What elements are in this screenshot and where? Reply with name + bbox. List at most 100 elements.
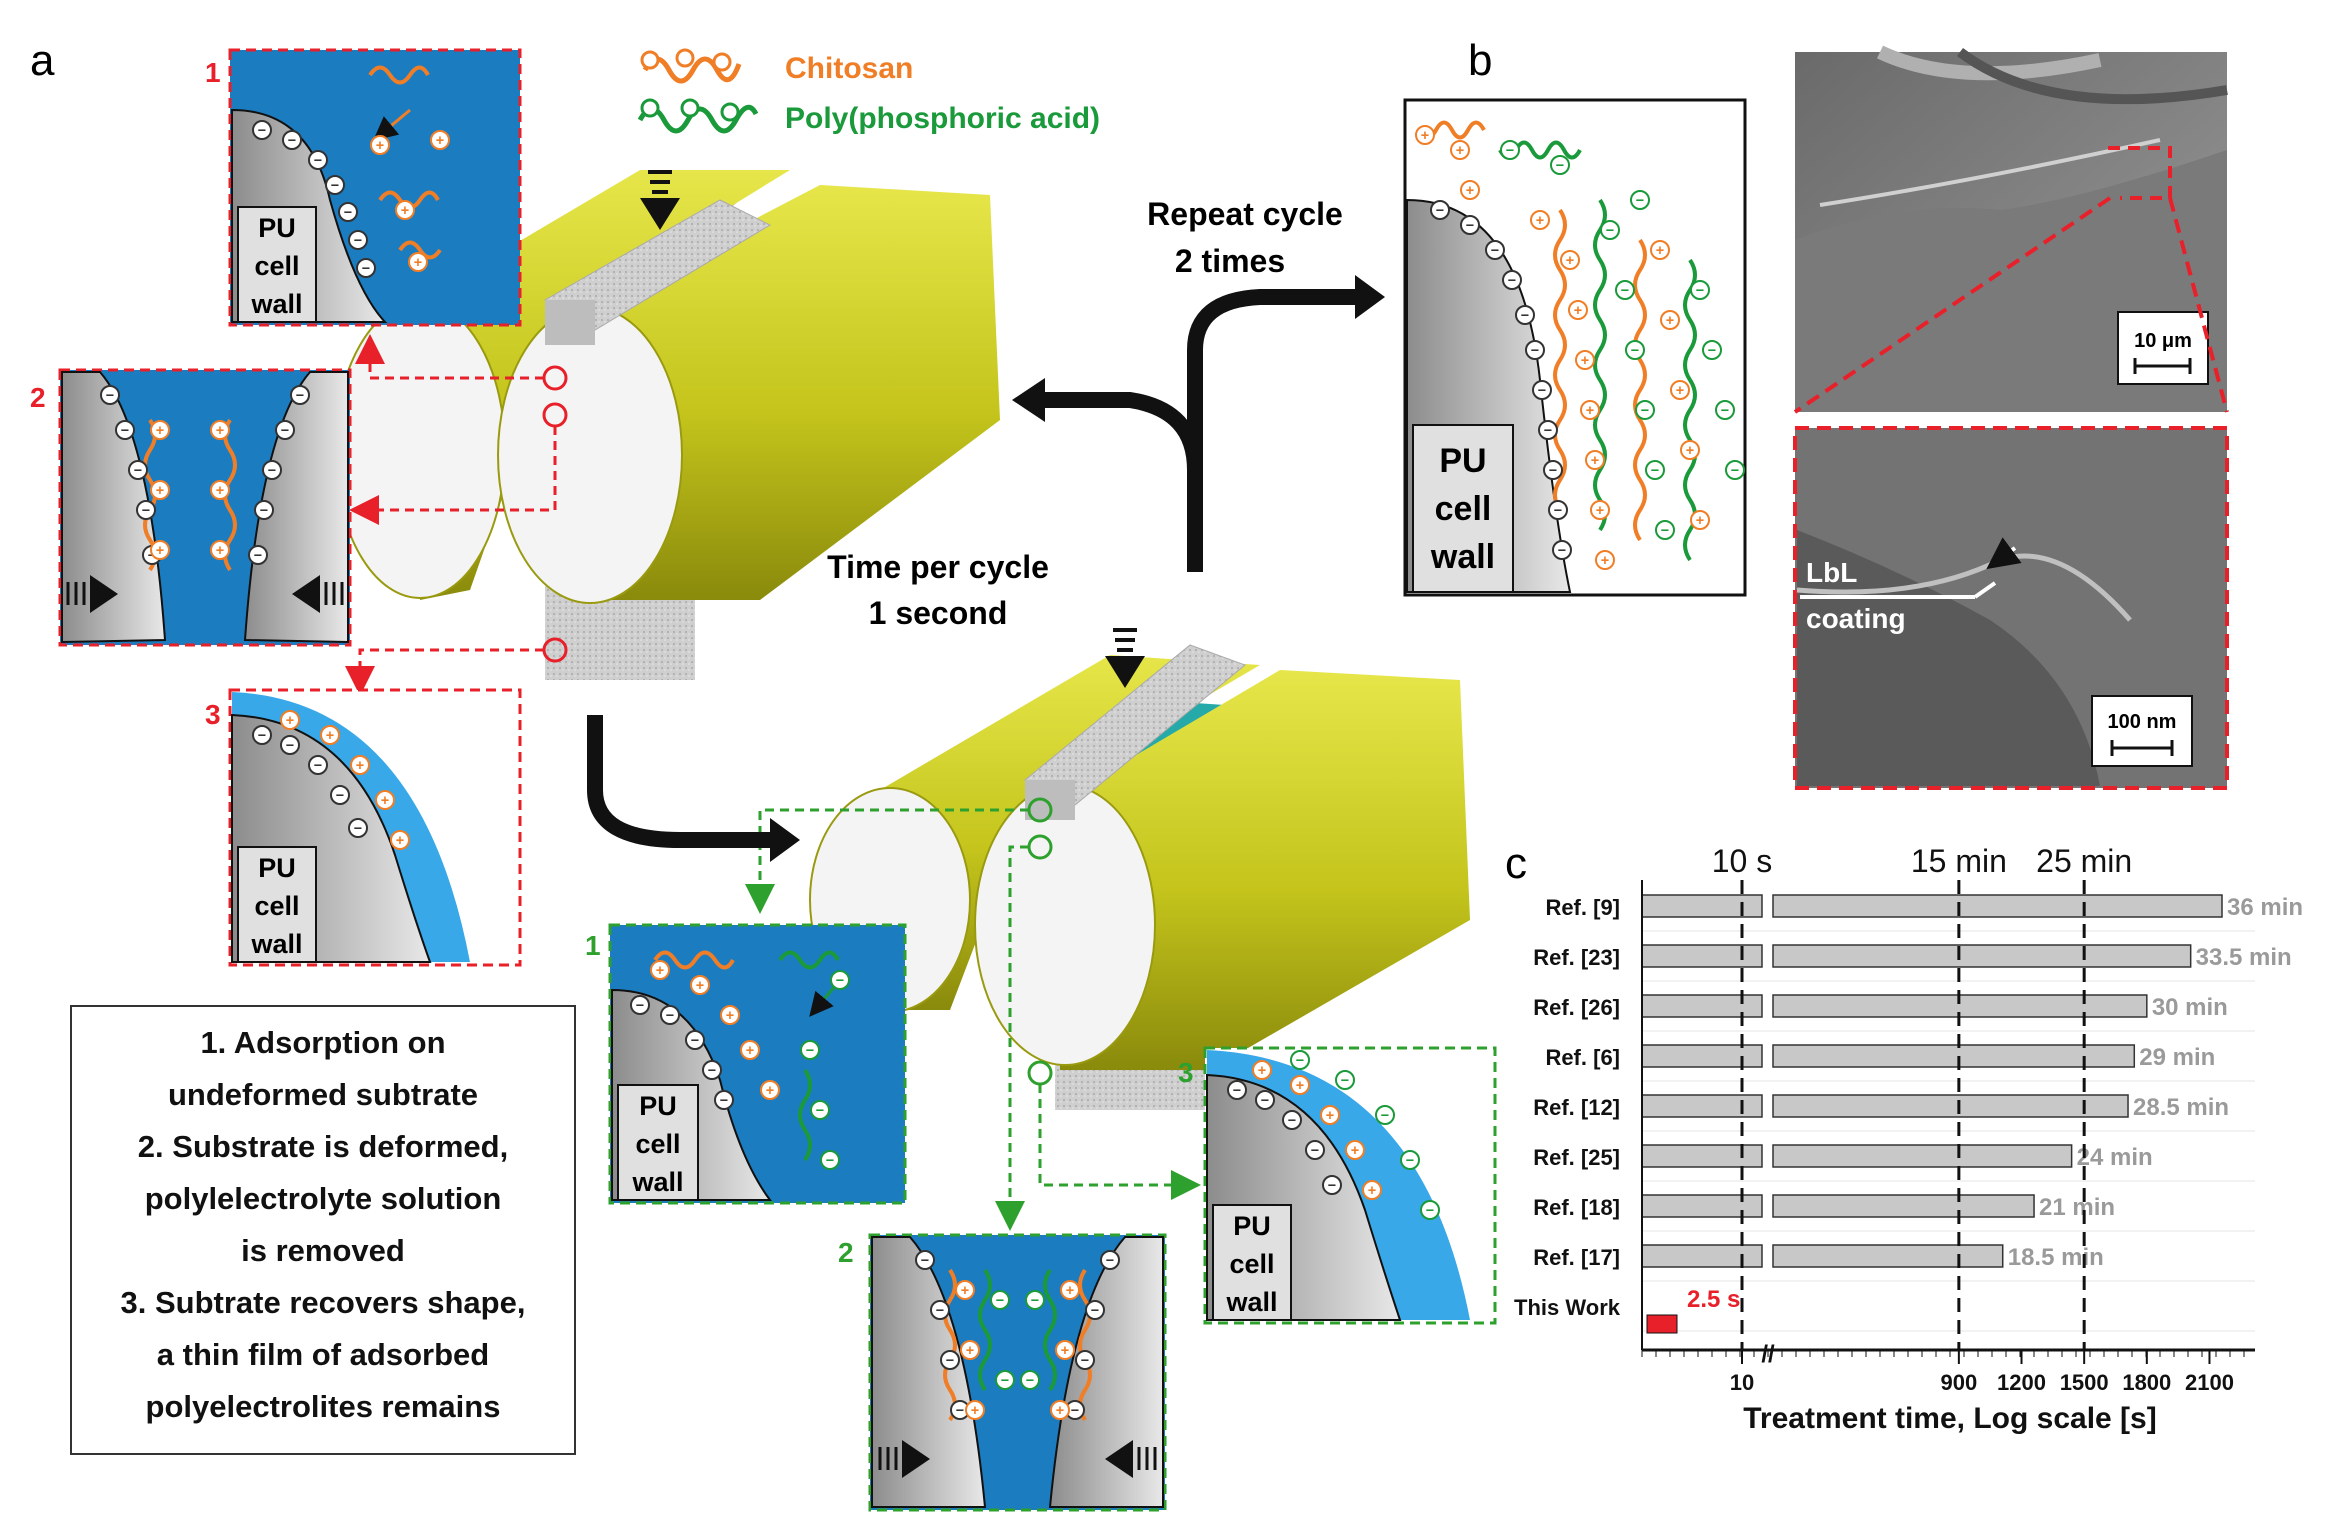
negative-charge-icon [930,1300,950,1320]
negative-charge-icon [800,1040,820,1060]
step-green-1: 1 [585,930,601,961]
charge-sign: − [1001,1373,1009,1389]
caption-line-3: 2. Substrate is deformed, [137,1129,509,1164]
charge-sign: − [354,233,362,249]
lbl-coating-l2: coating [1806,603,1906,634]
legend: Chitosan Poly(phosphoric acid) [637,48,1100,135]
roller-right-end-2 [974,784,1156,1066]
x-tick-label: 900 [1941,1370,1978,1395]
charge-sign: − [336,788,344,804]
caption-box: 1. Adsorption on undeformed subtrate 2. … [70,1005,576,1455]
charge-sign: − [1554,503,1562,519]
positive-charge-icon [210,480,230,500]
charge-sign: + [1061,1343,1069,1359]
charge-sign: − [1296,1053,1304,1069]
charge-sign: − [268,463,276,479]
charge-sign: − [1081,1353,1089,1369]
charge-sign: − [1106,1253,1114,1269]
negative-charge-icon [1500,140,1520,160]
time-value-label: 1 second [869,595,1008,631]
negative-charge-icon [1715,400,1735,420]
charge-sign: − [121,423,129,439]
charge-sign: + [396,833,404,849]
positive-charge-icon [1650,240,1670,260]
cell-wall-label-r1-l1: PU [258,213,296,243]
inset-red-3 [228,688,522,967]
charge-sign: + [401,203,409,219]
positive-charge-icon [408,252,428,272]
positive-charge-icon [1055,1340,1075,1360]
positive-charge-icon [1670,380,1690,400]
positive-charge-icon [1415,125,1435,145]
charge-sign: − [362,261,370,277]
charge-sign: + [436,133,444,149]
positive-charge-icon [210,420,230,440]
charge-sign: − [1721,403,1729,419]
roller-right-end-1 [497,306,683,604]
value-label: 2.5 s [1687,1286,1740,1313]
charge-sign: + [381,793,389,809]
positive-charge-icon [955,1280,975,1300]
charge-sign: − [354,821,362,837]
charge-sign: − [836,973,844,989]
charge-sign: + [1581,353,1589,369]
value-label: 30 min [2152,994,2228,1021]
negative-charge-icon [1460,215,1480,235]
charge-sign: − [1406,1153,1414,1169]
negative-charge-icon [356,258,376,278]
roller-set-2 [745,628,1470,1231]
category-label: Ref. [17] [1533,1245,1620,1270]
negative-charge-icon [1227,1080,1247,1100]
negative-charge-icon [248,545,268,565]
charge-sign: − [1661,523,1669,539]
legend-ppa: Poly(phosphoric acid) [785,102,1100,135]
positive-charge-icon [650,960,670,980]
cell-wall-label-r1-l2: cell [254,251,299,281]
x-axis-label: Treatment time, Log scale [s] [1743,1402,2156,1435]
cell-wall-label-b: PU cell wall [1430,442,1495,576]
charge-sign: − [1261,1093,1269,1109]
x-tick-label: 10 [1730,1370,1754,1395]
charge-sign: − [314,758,322,774]
charge-sign: + [1296,1078,1304,1094]
charge-sign: − [1636,193,1644,209]
charge-sign: − [996,1293,1004,1309]
value-label: 24 min [2077,1144,2153,1171]
negative-charge-icon [1600,220,1620,240]
charge-sign: − [331,178,339,194]
charge-sign: − [1651,463,1659,479]
charge-sign: − [1696,283,1704,299]
charge-sign: + [766,1083,774,1099]
cell-wall-label-g3-l1: PU [1233,1211,1271,1241]
positive-charge-icon [375,790,395,810]
charge-sign: − [1621,283,1629,299]
charge-sign: + [1566,253,1574,269]
caption-line-8: polyelectrolites remains [145,1389,501,1424]
positive-charge-icon [1560,250,1580,270]
arrow-up-right-icon [1355,275,1385,319]
negative-charge-icon [1025,1290,1045,1310]
negative-charge-icon [338,202,358,222]
positive-charge-icon [965,1400,985,1420]
negative-charge-icon [100,385,120,405]
negative-charge-icon [348,230,368,250]
positive-charge-icon [320,725,340,745]
negative-charge-icon [1420,1200,1440,1220]
negative-charge-icon [1430,200,1450,220]
positive-charge-icon [720,1005,740,1025]
category-label: Ref. [9] [1545,895,1620,920]
charge-sign: − [344,205,352,221]
roller-right-body-1 [590,185,1000,600]
inset-green-3 [1203,1046,1497,1325]
positive-charge-icon [1320,1105,1340,1125]
negative-charge-icon [990,1290,1010,1310]
x-tick-label: 1800 [2122,1370,2171,1395]
negative-charge-icon [308,150,328,170]
charge-sign: − [806,1043,814,1059]
charge-sign: − [1071,1403,1079,1419]
positive-charge-icon [1530,210,1550,230]
charge-sign: − [1558,543,1566,559]
panel-label-a: a [30,36,55,85]
cell-wall-label-r1-l3: wall [250,289,302,319]
